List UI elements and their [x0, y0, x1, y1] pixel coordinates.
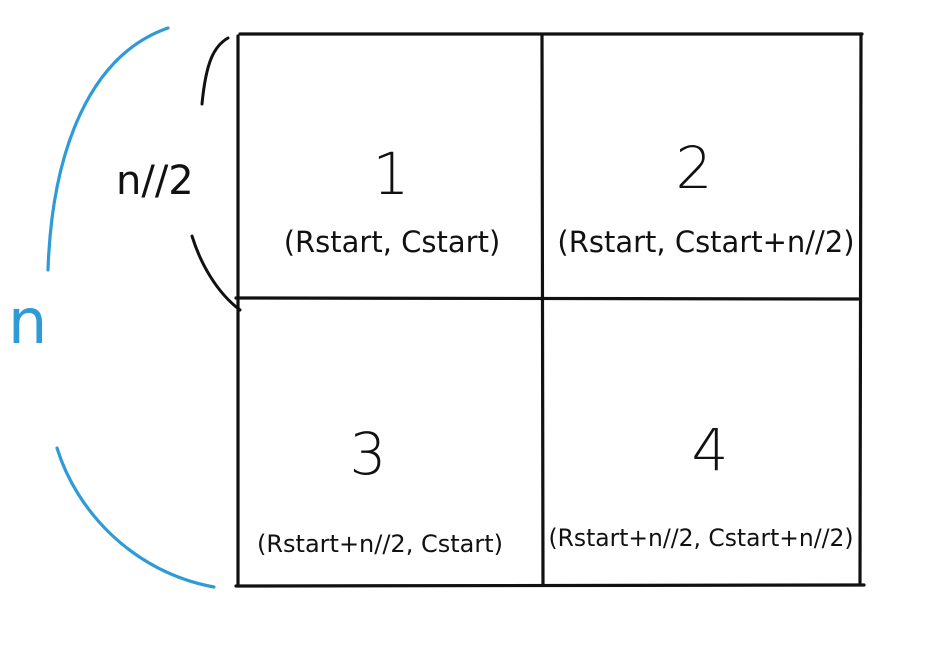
grid-vertical-divider [540, 34, 545, 587]
quadrant-2: 2 (Rstart, Cstart+n//2) [557, 134, 854, 259]
grid-horizontal-divider [234, 296, 860, 301]
quadrant-3: 3 (Rstart+n//2, Cstart) [257, 420, 503, 558]
quadrant-1: 1 (Rstart, Cstart) [284, 140, 501, 259]
grid-right-border [858, 32, 863, 585]
quadrant-3-coordinate: (Rstart+n//2, Cstart) [257, 530, 503, 558]
grid [234, 32, 866, 588]
quadrant-1-number: 1 [373, 140, 410, 208]
grid-bottom-border [234, 583, 866, 588]
half-n-brace-bottom [190, 234, 242, 312]
quadrant-4-number: 4 [692, 416, 729, 484]
quadrant-1-coordinate: (Rstart, Cstart) [284, 225, 501, 259]
n-brace-top [46, 26, 170, 272]
half-n-label: n//2 [116, 158, 194, 204]
quadrant-3-number: 3 [350, 420, 387, 488]
half-n-brace-top [200, 36, 230, 106]
quadrant-2-coordinate: (Rstart, Cstart+n//2) [557, 225, 854, 259]
n-brace [46, 26, 216, 589]
quadrant-4: 4 (Rstart+n//2, Cstart+n//2) [549, 416, 854, 552]
n-label: n [8, 285, 47, 358]
n-brace-bottom [55, 446, 216, 589]
half-n-brace [190, 36, 242, 312]
quadrant-2-number: 2 [676, 134, 713, 202]
quadrant-4-coordinate: (Rstart+n//2, Cstart+n//2) [549, 524, 854, 552]
